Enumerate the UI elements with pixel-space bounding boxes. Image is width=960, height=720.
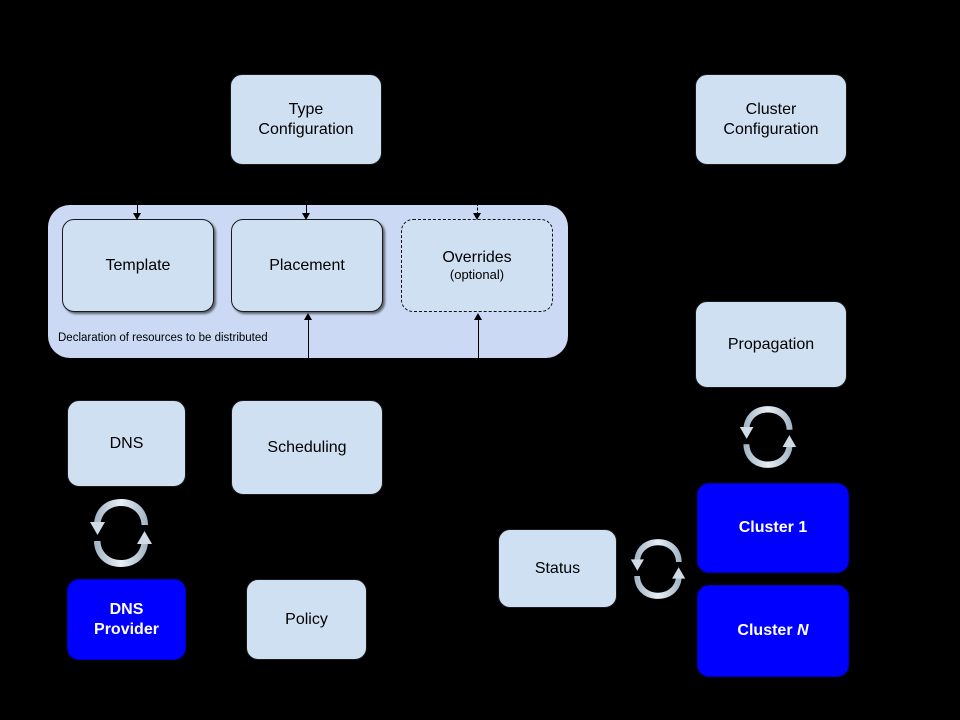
node-dns-label: DNS	[109, 434, 144, 452]
group-caption: Declaration of resources to be distribut…	[58, 332, 268, 344]
arrowhead-placement	[302, 213, 310, 220]
node-dns-provider[interactable]: DNS Provider	[67, 579, 186, 660]
sync-arrows-icon-dns	[88, 495, 154, 571]
sync-arrows-icon-status	[629, 527, 687, 611]
node-placement[interactable]: Placement	[231, 219, 383, 312]
node-cluster-1[interactable]: Cluster 1	[697, 483, 849, 573]
connector-policy-overrides	[478, 318, 479, 359]
arrowhead-template	[133, 213, 141, 220]
node-overrides-label: Overrides (optional)	[442, 248, 512, 283]
node-cluster-n[interactable]: Cluster N	[697, 585, 849, 677]
node-type-configuration-label: Type Configuration	[258, 100, 354, 138]
node-policy-label: Policy	[285, 610, 328, 628]
node-cluster-configuration[interactable]: Cluster Configuration	[695, 74, 847, 165]
connector-scheduling-placement	[308, 318, 309, 359]
node-overrides[interactable]: Overrides (optional)	[401, 219, 553, 312]
arrowhead-overrides	[473, 213, 481, 220]
sync-arrows-icon-propagation	[738, 397, 798, 477]
node-cluster-configuration-label: Cluster Configuration	[723, 100, 819, 138]
node-dns[interactable]: DNS	[67, 400, 186, 487]
node-status-label: Status	[534, 559, 581, 577]
node-template-label: Template	[105, 256, 171, 274]
arrowhead-overrides-up	[474, 313, 482, 320]
node-status[interactable]: Status	[498, 529, 617, 608]
node-template[interactable]: Template	[62, 219, 214, 312]
node-scheduling-label: Scheduling	[267, 438, 347, 456]
arrowhead-placement-up	[304, 313, 312, 320]
node-propagation[interactable]: Propagation	[695, 301, 847, 388]
node-scheduling[interactable]: Scheduling	[231, 400, 383, 495]
node-type-configuration[interactable]: Type Configuration	[230, 74, 382, 165]
node-propagation-label: Propagation	[727, 335, 815, 353]
connector-typeconfig-template	[137, 203, 138, 215]
connector-typeconfig-overrides	[477, 203, 478, 215]
node-cluster-n-label: Cluster N	[737, 622, 809, 640]
node-dns-provider-label: DNS Provider	[94, 600, 159, 638]
node-policy[interactable]: Policy	[246, 579, 367, 660]
node-cluster-1-label: Cluster 1	[738, 519, 808, 537]
node-placement-label: Placement	[269, 256, 345, 274]
connector-typeconfig-placement	[306, 203, 307, 215]
